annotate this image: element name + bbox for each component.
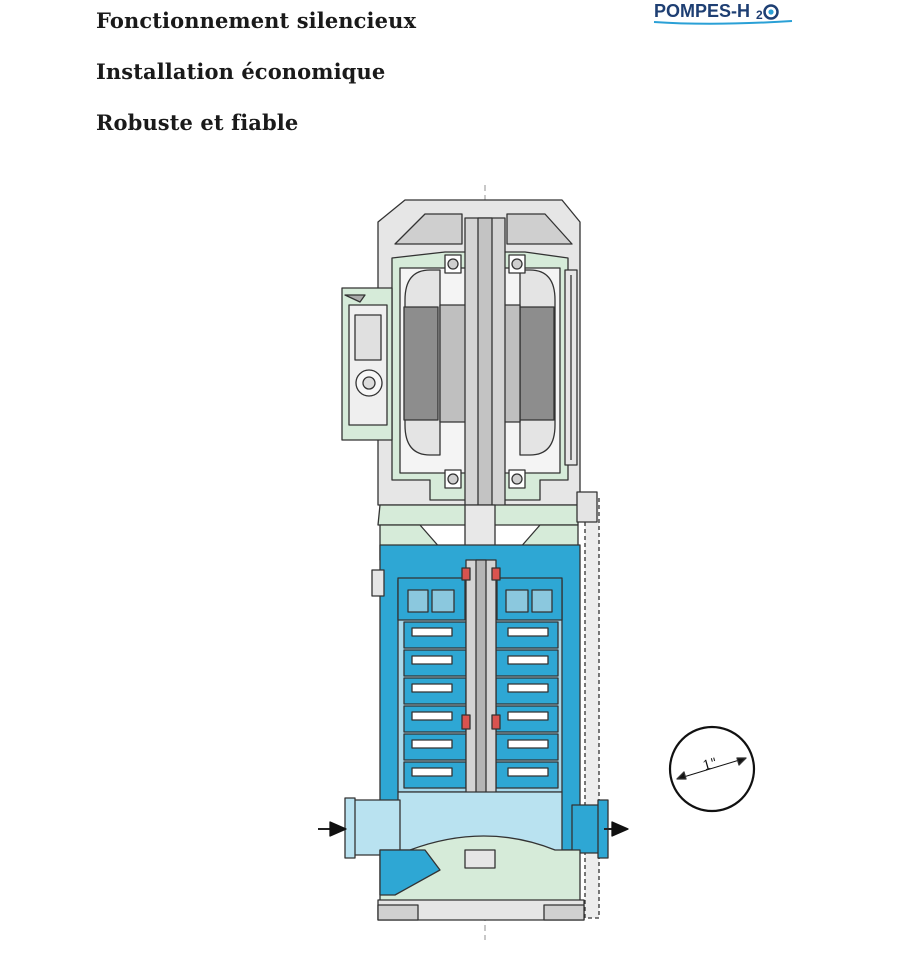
stage xyxy=(403,649,559,677)
pump-base xyxy=(344,791,609,921)
feature-economic-installation: Installation économique xyxy=(96,59,386,84)
stator-left xyxy=(403,306,439,421)
impeller-stages xyxy=(403,621,559,789)
arrow-right-icon xyxy=(318,821,347,837)
pipe-size-indicator xyxy=(668,725,756,813)
brand-logo: POMPES-H 2 xyxy=(653,1,793,25)
stator-right xyxy=(519,306,555,421)
svg-text:2: 2 xyxy=(756,8,763,22)
terminal-box xyxy=(341,287,393,441)
feature-robust-reliable: Robuste et fiable xyxy=(96,110,299,135)
stage xyxy=(403,705,559,733)
stage xyxy=(403,621,559,649)
logo-text: POMPES-H xyxy=(654,1,750,21)
stage xyxy=(403,761,559,789)
stage xyxy=(403,677,559,705)
inlet-port xyxy=(349,799,401,856)
motor-housing xyxy=(341,199,581,519)
drain-pipe xyxy=(584,497,600,919)
pipe-size-label: 1" xyxy=(701,756,719,774)
feature-silent-operation: Fonctionnement silencieux xyxy=(96,8,417,33)
mechanical-seal xyxy=(461,567,471,581)
arrow-right-icon xyxy=(604,821,629,837)
